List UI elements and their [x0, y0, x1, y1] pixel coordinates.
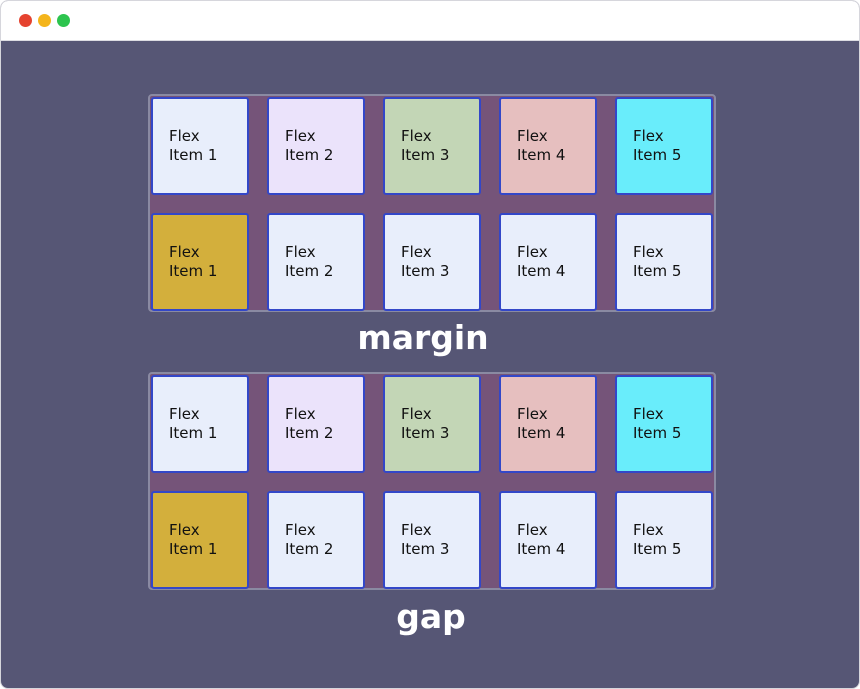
flex-item-word: Flex — [401, 127, 432, 145]
flex-item-word: Flex — [517, 243, 548, 261]
flex-item-label: Item 5 — [633, 262, 682, 280]
flex-item-label: Item 1 — [169, 262, 218, 280]
flex-item-word: Flex — [285, 405, 316, 423]
maximize-window-button[interactable] — [57, 14, 70, 27]
flex-item-label: Item 2 — [285, 540, 334, 558]
flex-item-word: Flex — [633, 405, 664, 423]
flex-item-word: Flex — [401, 521, 432, 539]
window-titlebar — [1, 1, 859, 41]
flex-item-word: Flex — [285, 127, 316, 145]
flex-item-word: Flex — [633, 521, 664, 539]
flex-item-word: Flex — [169, 243, 200, 261]
flex-item-label: Item 2 — [285, 262, 334, 280]
flex-item-word: Flex — [169, 405, 200, 423]
gap-caption: gap — [396, 597, 466, 636]
flex-item-label: Item 1 — [169, 424, 218, 442]
flex-item-word: Flex — [517, 127, 548, 145]
flex-item-label: Item 3 — [401, 262, 450, 280]
flex-item-label: Item 5 — [633, 540, 682, 558]
close-window-button[interactable] — [19, 14, 32, 27]
flex-item-label: Item 4 — [517, 262, 566, 280]
flex-item-word: Flex — [517, 405, 548, 423]
flex-item-word: Flex — [169, 521, 200, 539]
flex-item-label: Item 4 — [517, 540, 566, 558]
flex-item-label: Item 4 — [517, 424, 566, 442]
flex-item-label: Item 2 — [285, 424, 334, 442]
flex-item-word: Flex — [633, 127, 664, 145]
flex-item-label: Item 4 — [517, 146, 566, 164]
flex-item-word: Flex — [517, 521, 548, 539]
flex-item-word: Flex — [633, 243, 664, 261]
flex-item-label: Item 1 — [169, 146, 218, 164]
margin-caption: margin — [357, 318, 489, 357]
flex-item-label: Item 3 — [401, 540, 450, 558]
flex-item-word: Flex — [401, 243, 432, 261]
minimize-window-button[interactable] — [38, 14, 51, 27]
flex-item-word: Flex — [285, 521, 316, 539]
flex-item-label: Item 1 — [169, 540, 218, 558]
flex-item-label: Item 3 — [401, 424, 450, 442]
flex-item-word: Flex — [401, 405, 432, 423]
flex-item-label: Item 5 — [633, 146, 682, 164]
flex-item-label: Item 5 — [633, 424, 682, 442]
flex-item-label: Item 2 — [285, 146, 334, 164]
flex-item-word: Flex — [169, 127, 200, 145]
flex-item-label: Item 3 — [401, 146, 450, 164]
flex-item-word: Flex — [285, 243, 316, 261]
